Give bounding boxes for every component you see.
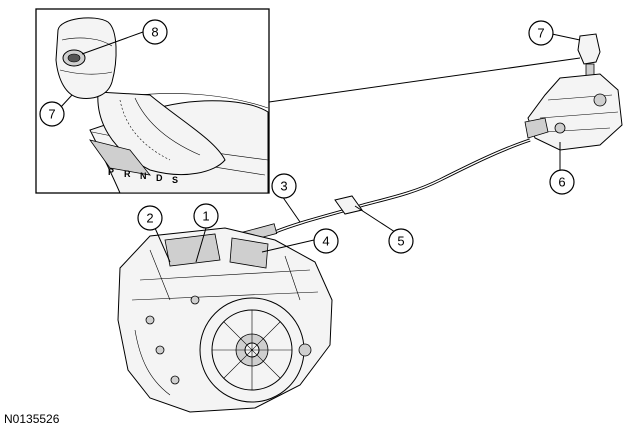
gear-letter-p: P (108, 167, 114, 177)
gear-letter-n: N (140, 171, 147, 181)
gear-letter-r: R (124, 169, 131, 179)
callout-3: 3 (271, 173, 297, 199)
figure-id: N0135526 (4, 412, 60, 426)
gear-letter-d: D (156, 173, 163, 183)
svg-text:4: 4 (322, 234, 329, 249)
callout-2: 2 (137, 205, 163, 231)
callout-6: 6 (549, 169, 575, 195)
callout-5: 5 (388, 228, 414, 254)
svg-text:8: 8 (151, 25, 158, 40)
svg-text:5: 5 (397, 234, 404, 249)
inset-connector-line (268, 57, 581, 103)
gear-letter-s: S (172, 175, 178, 185)
callout-1: 1 (193, 203, 219, 229)
leader-lines (59, 31, 581, 263)
svg-text:1: 1 (202, 209, 209, 224)
shifter-assembly (524, 33, 623, 151)
svg-text:7: 7 (537, 26, 544, 41)
transmission (117, 227, 333, 413)
svg-text:6: 6 (558, 175, 565, 190)
svg-text:7: 7 (48, 107, 55, 122)
callout-4: 4 (313, 228, 339, 254)
svg-text:2: 2 (146, 211, 153, 226)
svg-text:3: 3 (280, 179, 287, 194)
callout-7-inset: 7 (39, 101, 65, 127)
callout-8: 8 (142, 19, 168, 45)
callout-7-shifter: 7 (528, 20, 554, 46)
